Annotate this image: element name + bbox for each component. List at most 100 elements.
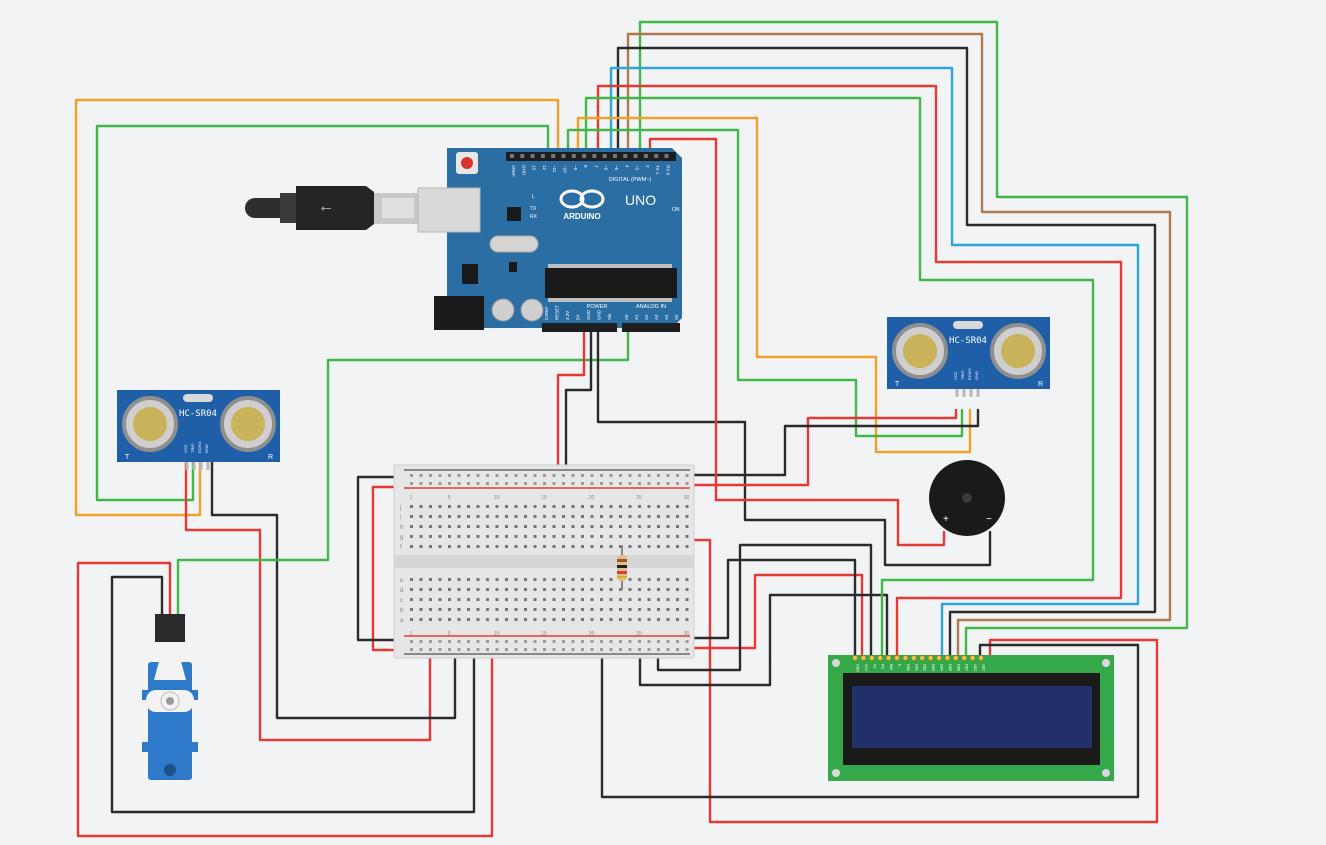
lcd-pin[interactable] [961,655,968,661]
column-number: 10 [494,631,500,637]
row-letter: c [400,598,403,604]
sensor-pin[interactable] [199,462,203,470]
arduino-brand-text: ARDUINO [563,212,600,221]
digital-pin-label: 7 [593,165,598,168]
sensor-pin[interactable] [962,389,966,397]
wire-green-sensor-right[interactable] [566,128,964,438]
column-number: 5 [448,631,451,637]
capacitor-left [491,298,515,322]
lcd-pin[interactable] [952,655,959,661]
lcd-pin[interactable] [969,655,976,661]
lcd-pin-label: DB3 [931,664,935,671]
wire-red-d6[interactable] [596,84,1123,659]
lcd-pin[interactable] [852,655,858,661]
wire-black-lcd-a[interactable] [638,593,889,687]
column-number: 20 [589,631,595,637]
piezo-buzzer[interactable]: + − [929,460,1005,536]
wire-black-servo-gnd[interactable] [110,575,476,814]
sensor-pin[interactable] [969,389,973,397]
power-header [542,323,617,332]
lcd-pin[interactable] [860,655,867,661]
lcd-pin-label: DB2 [923,664,927,671]
digital-pin-label: 4 [624,165,629,168]
wire-orange-sensor-left[interactable] [74,98,560,517]
sensor-pin[interactable] [955,389,959,397]
wire-orange-sensor-right[interactable] [576,116,972,454]
wire-red-rail-left[interactable] [371,485,412,652]
wire-red-resistor[interactable] [620,538,1159,824]
lcd-pin-label: DB0 [906,664,910,671]
wire-red-lcd-vcc-a[interactable] [683,573,864,659]
arduino-model-text: UNO [625,192,656,208]
column-number: 25 [636,495,642,501]
wire-black-gnd[interactable] [564,330,593,474]
row-letter: a [400,618,404,624]
column-number: 20 [589,495,595,501]
resistor[interactable] [617,545,627,590]
arduino-uno-board[interactable]: ⭠ ARDUINO [245,148,682,332]
wire-green-d7[interactable] [584,96,1095,659]
lcd-pin[interactable] [877,655,884,661]
wire-black-lcd-gnd[interactable] [600,643,1140,799]
lcd-pin[interactable] [919,655,926,661]
lcd-pin-label: DB7 [965,664,969,671]
sensor-pin-label: ECHO [197,441,202,453]
column-number: 1 [410,631,413,637]
wire-black-lcd-c[interactable] [683,558,857,659]
wire-green-d2[interactable] [638,20,1189,659]
lcd-screen [852,686,1092,748]
tx-label: TX [530,206,537,212]
wire-red-servo-vcc[interactable] [76,561,494,838]
lcd-pin[interactable] [944,655,951,661]
lcd-pin[interactable] [910,655,917,661]
sensor-pin-label: GND [974,371,979,380]
digital-pin-label: AREF [511,165,516,177]
sensor-pin[interactable] [206,462,210,470]
lcd-pin-label: RS [881,664,885,670]
column-number: 1 [410,495,413,501]
lcd-pin[interactable] [885,655,892,661]
sensor-pin[interactable] [976,389,980,397]
wire-red-sensor-left-vcc[interactable] [184,460,432,742]
lcd-pin-label: E [898,664,902,667]
wires [74,20,1189,838]
lcd-pin[interactable] [927,655,934,661]
lcd-pin[interactable] [936,655,942,661]
sensor-pin-label: TRIG [190,443,195,453]
sensor-pin[interactable] [192,462,196,470]
sensor-pin[interactable] [185,462,189,470]
atmega-chip [545,268,677,298]
usb-icon: ⭠ [320,199,331,215]
servo-connector [155,614,185,642]
wire-black-gnd-long[interactable] [596,330,992,567]
capacitor-right [520,298,544,322]
wire-green-sensor-left[interactable] [95,124,550,502]
wire-red-sensor-right-vcc[interactable] [683,408,958,487]
wire-blue-d5[interactable] [609,66,1140,659]
wire-brown-d3[interactable] [626,32,1172,659]
analog-pin-label: A2 [644,314,649,320]
lcd-pin[interactable] [894,655,900,661]
wire-black-rail-left[interactable] [356,475,412,642]
servo-motor[interactable] [142,614,198,780]
lcd-pin[interactable] [902,655,909,661]
wire-green-servo-signal[interactable] [176,330,630,617]
wire-red-5v[interactable] [556,330,586,487]
wire-black-sensor-left-gnd[interactable] [210,460,457,720]
lcd-pin[interactable] [868,655,875,661]
lcd-pin[interactable] [978,655,984,661]
lcd-pin-label: DB6 [956,664,960,671]
wire-red-buzzer[interactable] [648,137,946,547]
wire-black-d4[interactable] [616,46,1157,659]
lcd-pin-label: DB4 [940,664,944,671]
wire-black-sensor-right-gnd[interactable] [683,408,980,477]
wire-black-lcd-b[interactable] [656,543,873,672]
sensor-pin-label: GND [204,444,209,453]
